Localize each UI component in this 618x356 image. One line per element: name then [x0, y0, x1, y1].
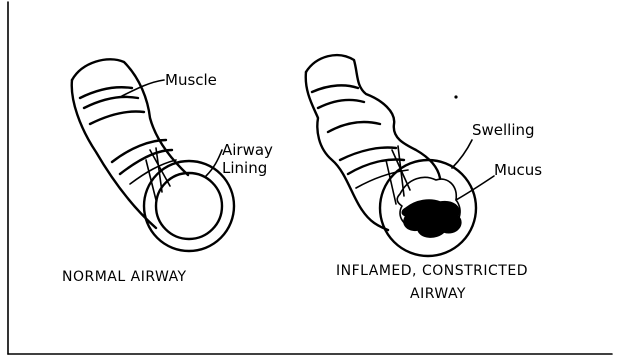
label-airway-lining-line2: Lining [222, 160, 267, 177]
swelling-leader-line [452, 140, 472, 168]
label-mucus: Mucus [494, 162, 542, 179]
mucus-blob [402, 200, 461, 237]
normal-airway-lumen [156, 173, 222, 239]
label-muscle: Muscle [165, 72, 217, 89]
label-swelling: Swelling [472, 122, 535, 139]
caption-inflamed-line1: INFLAMED, CONSTRICTED [336, 262, 528, 280]
label-airway-lining-line1: Airway [222, 142, 273, 159]
caption-normal-airway: NORMAL AIRWAY [62, 268, 187, 286]
inflamed-airway-bottom-edge [306, 72, 388, 230]
caption-inflamed-line2: AIRWAY [410, 285, 466, 303]
inflamed-airway-drawing [306, 55, 494, 256]
